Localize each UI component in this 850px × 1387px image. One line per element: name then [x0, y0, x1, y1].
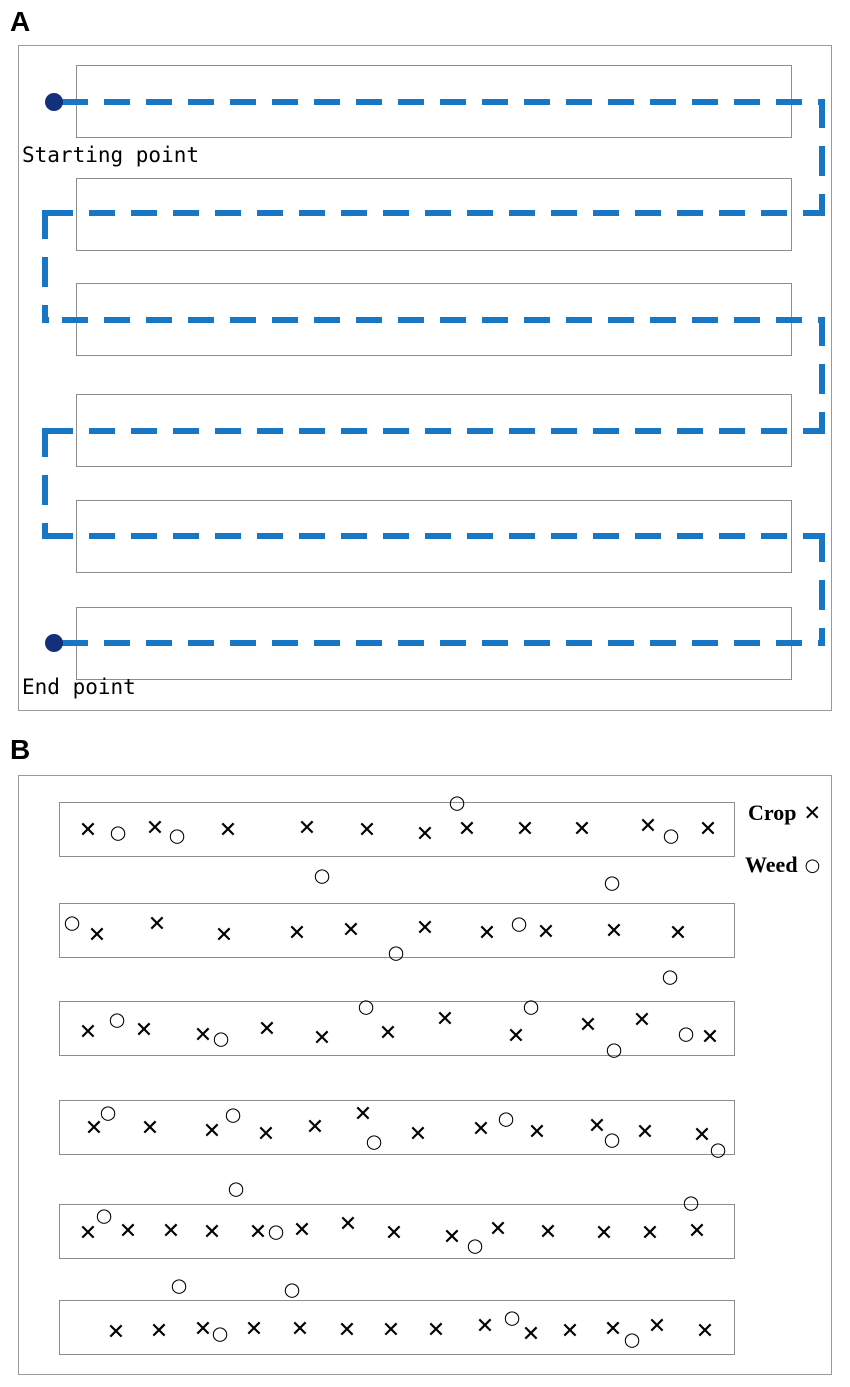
panel-b-crop-row: [59, 802, 735, 857]
panel-b-crop-row: [59, 1300, 735, 1355]
panel-a-crop-row: [76, 283, 792, 356]
panel-b-label: B: [10, 734, 31, 765]
legend-crop-label: Crop: [748, 800, 797, 825]
panel-a-crop-row: [76, 607, 792, 680]
panel-a-label: A: [10, 6, 31, 37]
panel-a-crop-row: [76, 65, 792, 138]
panel-b-crop-row: [59, 903, 735, 958]
legend-item-weed: Weed ○: [745, 852, 820, 878]
crop-icon: ✕: [803, 801, 822, 825]
panel-b-crop-row: [59, 1001, 735, 1056]
panel-a-frame: [18, 45, 832, 711]
weed-icon: ○: [804, 854, 821, 876]
panel-a-crop-row: [76, 394, 792, 467]
panel-b-crop-row: [59, 1204, 735, 1259]
panel-b-frame: [18, 775, 832, 1375]
legend-item-crop: Crop ✕: [748, 800, 821, 826]
panel-a-crop-row: [76, 500, 792, 573]
end-point-label: End point: [22, 675, 136, 699]
starting-point-label: Starting point: [22, 143, 200, 167]
legend-weed-label: Weed: [745, 852, 798, 877]
panel-a-crop-row: [76, 178, 792, 251]
panel-b-crop-row: [59, 1100, 735, 1155]
